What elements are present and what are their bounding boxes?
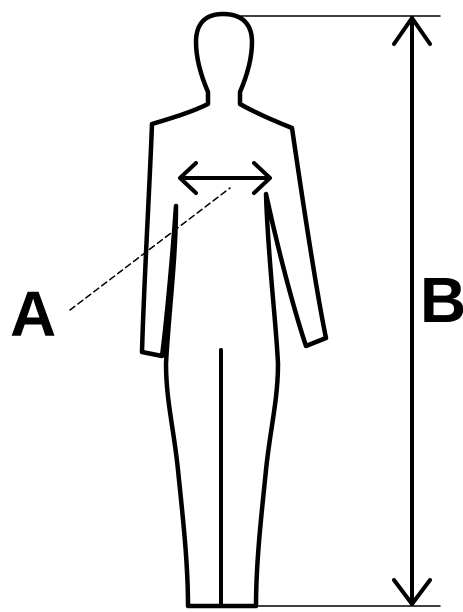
- figure-outline: [142, 14, 326, 606]
- height-measure: [240, 16, 440, 606]
- label-a: A: [10, 278, 56, 350]
- chest-arrow: [180, 163, 270, 193]
- human-figure: [142, 14, 326, 606]
- label-b: B: [420, 264, 463, 336]
